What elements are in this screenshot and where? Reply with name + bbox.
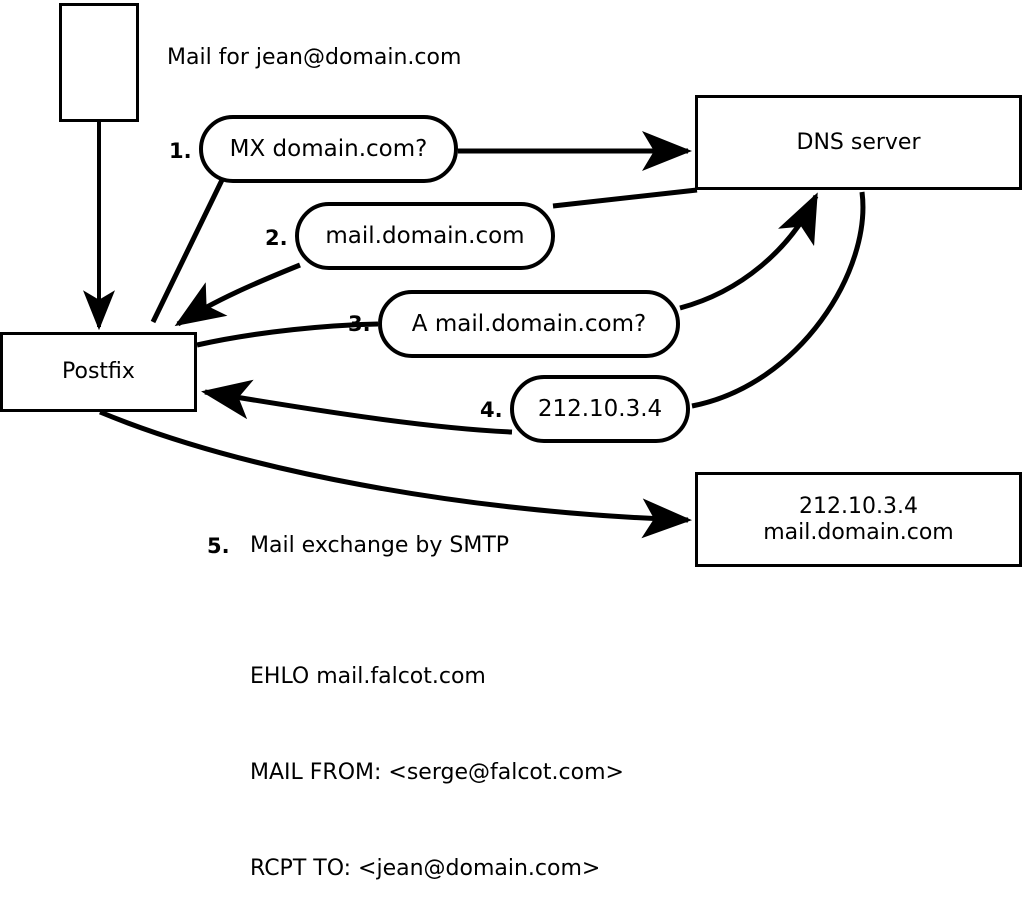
bubble-step-3-label: A mail.domain.com? — [411, 311, 647, 337]
line-dns-to-bubble2 — [552, 187, 698, 209]
node-remote-mx-box: 212.10.3.4 mail.domain.com — [695, 472, 1022, 567]
node-remote-mx-ip: 212.10.3.4 — [799, 493, 918, 519]
step-5-number: 5. — [207, 534, 230, 558]
line-dns-to-bubble4 — [691, 191, 866, 409]
bubble-step-4: 212.10.3.4 — [510, 375, 690, 443]
step-5-label: Mail exchange by SMTP — [250, 533, 510, 558]
step-4-number: 4. — [480, 398, 503, 422]
bubble-step-1: MX domain.com? — [199, 115, 458, 183]
bubble-step-2-label: mail.domain.com — [325, 223, 525, 249]
line-postfix-to-bubble1 — [150, 178, 225, 324]
node-dns-server-label: DNS server — [796, 129, 921, 155]
node-dns-server-box: DNS server — [695, 95, 1022, 190]
smtp-transcript: EHLO mail.falcot.com MAIL FROM: <serge@f… — [250, 597, 624, 919]
bubble-step-4-label: 212.10.3.4 — [537, 396, 663, 422]
smtp-line: EHLO mail.falcot.com — [250, 664, 486, 689]
node-sender-box — [59, 3, 139, 122]
node-remote-mx-host: mail.domain.com — [763, 519, 954, 545]
arrow-bubble2-to-postfix — [174, 262, 301, 327]
step-1-number: 1. — [169, 139, 192, 163]
bubble-step-1-label: MX domain.com? — [229, 136, 428, 162]
smtp-line: MAIL FROM: <serge@falcot.com> — [250, 760, 624, 785]
node-postfix-box: Postfix — [0, 332, 197, 412]
bubble-step-2: mail.domain.com — [295, 202, 555, 270]
node-postfix-label: Postfix — [62, 359, 135, 385]
bubble-step-3: A mail.domain.com? — [378, 290, 680, 358]
step-2-number: 2. — [265, 226, 288, 250]
arrow-bubble3-to-dns — [679, 192, 819, 311]
step-3-number: 3. — [348, 312, 371, 336]
arrow-bubble4-to-postfix — [201, 379, 513, 435]
smtp-line: RCPT TO: <jean@domain.com> — [250, 856, 601, 881]
mail-for-caption: Mail for jean@domain.com — [167, 45, 462, 70]
